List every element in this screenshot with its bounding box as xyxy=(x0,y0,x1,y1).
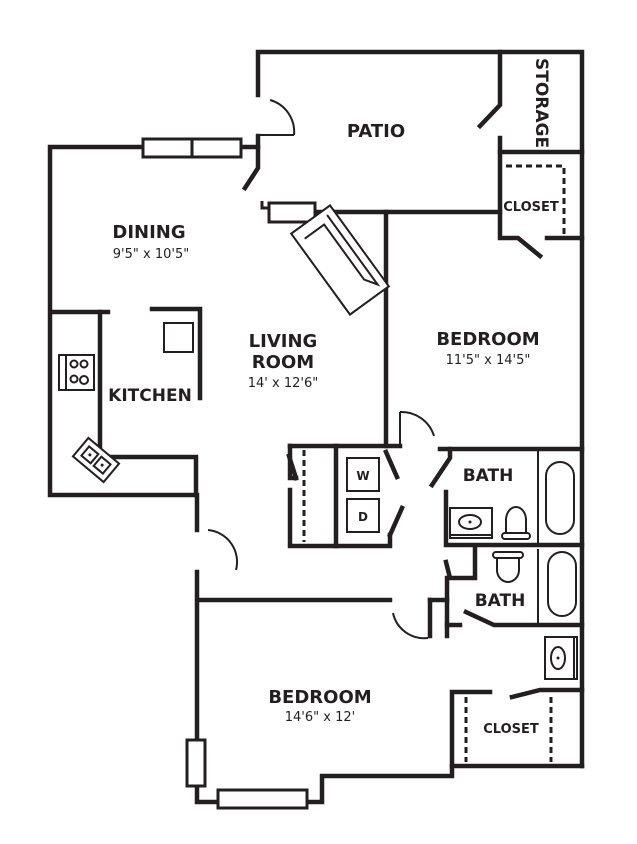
kitchen-sink-icon xyxy=(71,436,121,484)
refrigerator-icon xyxy=(163,322,194,353)
bedroom1-door-swing xyxy=(399,410,435,437)
dining-dimensions: 9'5" x 10'5" xyxy=(113,247,189,262)
sink-icon xyxy=(458,514,482,530)
dryer-label: D xyxy=(358,510,368,524)
fixtures xyxy=(58,164,578,762)
bedroom2-door-swing xyxy=(392,612,429,640)
closet-rod xyxy=(506,164,566,235)
bedroom1-dimensions: 11'5" x 14'5" xyxy=(446,353,531,368)
bathtub-icon xyxy=(545,461,575,535)
walls xyxy=(47,49,585,805)
dryer-icon xyxy=(346,498,380,533)
dining-label: DINING xyxy=(112,222,185,243)
stove-icon xyxy=(58,354,95,391)
door-swings xyxy=(207,99,435,640)
sofa-icon xyxy=(289,204,391,316)
windows xyxy=(141,137,317,810)
storage-label: STORAGE xyxy=(531,58,551,148)
washer-icon xyxy=(346,457,380,492)
closet-top-label: CLOSET xyxy=(503,200,559,215)
washer-label: W xyxy=(356,469,369,483)
vanity-icon xyxy=(544,636,578,680)
sink-icon xyxy=(550,646,566,670)
vanity-icon xyxy=(449,507,493,539)
bath1-label: BATH xyxy=(463,466,514,486)
room-labels: PATIO STORAGE CLOSET DINING 9'5" x 10'5"… xyxy=(108,58,559,737)
living-label-line2: ROOM xyxy=(252,352,314,373)
bedroom2-label: BEDROOM xyxy=(268,687,371,708)
patio-label: PATIO xyxy=(347,121,405,142)
living-dimensions: 14' x 12'6" xyxy=(248,376,318,391)
entry-door-swing xyxy=(207,529,239,571)
window-bedroom-side xyxy=(185,738,207,788)
living-label-line1: LIVING xyxy=(249,331,318,352)
bathtub-icon xyxy=(547,551,577,617)
bedroom1-label: BEDROOM xyxy=(436,329,539,350)
window-bedroom-bottom xyxy=(216,788,309,810)
closet-bottom-label: CLOSET xyxy=(483,722,539,737)
patio-door-swing xyxy=(269,99,296,136)
kitchen-label: KITCHEN xyxy=(108,386,192,406)
window-living xyxy=(267,201,317,224)
toilet-icon xyxy=(496,557,520,583)
bedroom2-dimensions: 14'6" x 12' xyxy=(285,710,355,725)
bath2-label: BATH xyxy=(475,591,526,611)
toilet-icon xyxy=(505,506,527,534)
